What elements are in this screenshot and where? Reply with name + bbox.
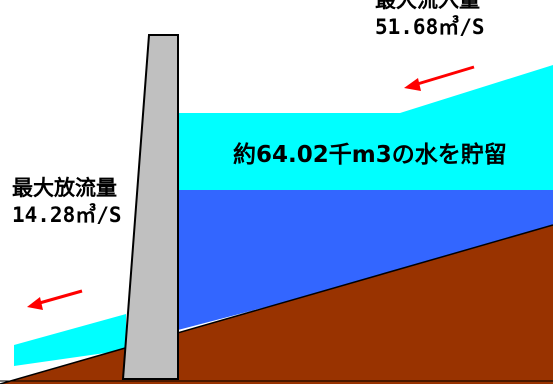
outflow-label: 最大放流量 [12,176,117,200]
outflow-value: 14.28㎥/S [12,203,122,227]
dam-body [121,34,179,380]
inflow-arrow-icon [404,65,475,91]
downstream-water [14,314,126,366]
reservoir-lower-water [178,190,553,330]
inflow-value: 51.68㎥/S [375,15,485,39]
reservoir-upper-water [178,65,553,190]
inflow-label: 最大流入量 [375,0,480,12]
ground-outline [0,224,553,384]
outflow-arrow-icon [27,289,83,310]
storage-label: 約64.02千m3の水を貯留 [233,142,507,168]
